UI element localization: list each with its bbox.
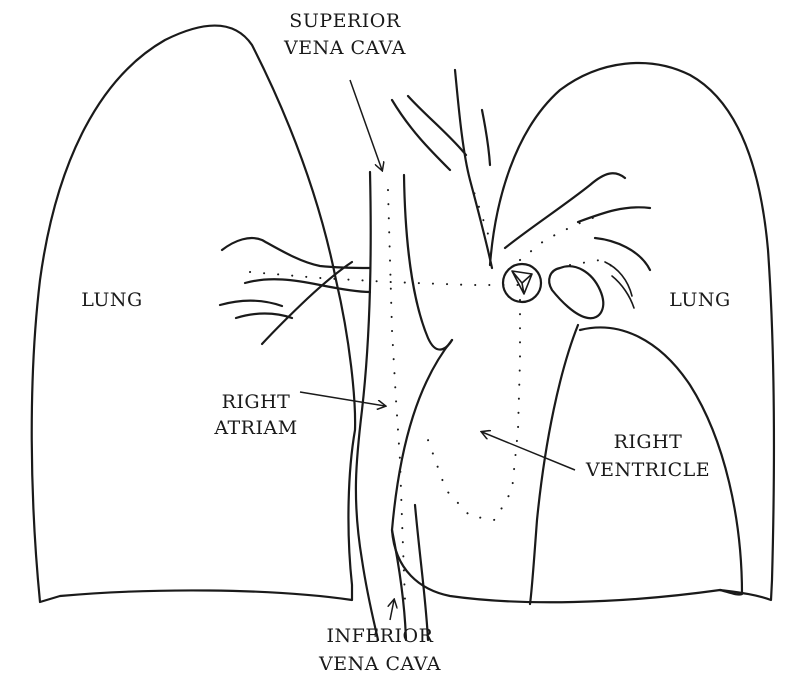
label-right-ventricle-line1: RIGHT (614, 431, 683, 453)
aorta-right-branch (408, 96, 466, 155)
label-ivc-line2: VENA CAVA (318, 653, 441, 675)
svc-right-wall (404, 175, 452, 350)
left-pulmonary-vein-upper (222, 238, 370, 268)
ventricle-septum (530, 325, 578, 604)
label-ivc-line1: INFERIOR (327, 625, 434, 647)
dotted-path-pulmonary (520, 215, 600, 260)
label-right-ventricle-line2: VENTRICLE (585, 459, 710, 481)
label-right-atrium-line2: ATRIAM (213, 417, 297, 439)
right-lung-outline (490, 63, 774, 600)
arrow-right-ventricle (482, 432, 575, 470)
left-pulmonary-vein-lower (220, 301, 282, 306)
pulmonary-branch-upper (578, 207, 650, 222)
pulmonary-branch-right (595, 238, 650, 270)
ivc-right-wall (415, 505, 428, 640)
arrow-right-atrium (300, 392, 385, 406)
pulmonary-branch-tip-1 (605, 262, 632, 296)
label-svc-line1: SUPERIOR (289, 10, 401, 32)
dotted-path-ventricle (428, 300, 520, 520)
dotted-path-svc (388, 190, 405, 600)
left-lung-outline (32, 26, 355, 602)
label-svc-line2: VENA CAVA (283, 37, 406, 59)
left-pulmonary-artery (549, 266, 603, 318)
descending-vessel (482, 110, 490, 165)
pulmonary-trunk (505, 173, 625, 248)
ascending-aorta (455, 70, 492, 268)
svc-left-wall (356, 172, 378, 640)
label-lung-right: LUNG (669, 289, 730, 311)
left-pulmonary-vein-branch-1 (236, 314, 292, 319)
arrow-svc (350, 80, 382, 170)
valve-leaflets (512, 271, 532, 294)
label-right-atrium-line1: RIGHT (222, 391, 291, 413)
dotted-path-horizontal (250, 272, 520, 285)
arrow-ivc (390, 600, 394, 620)
left-pulmonary-vein-mid (245, 279, 370, 292)
label-lung-left: LUNG (81, 289, 142, 311)
